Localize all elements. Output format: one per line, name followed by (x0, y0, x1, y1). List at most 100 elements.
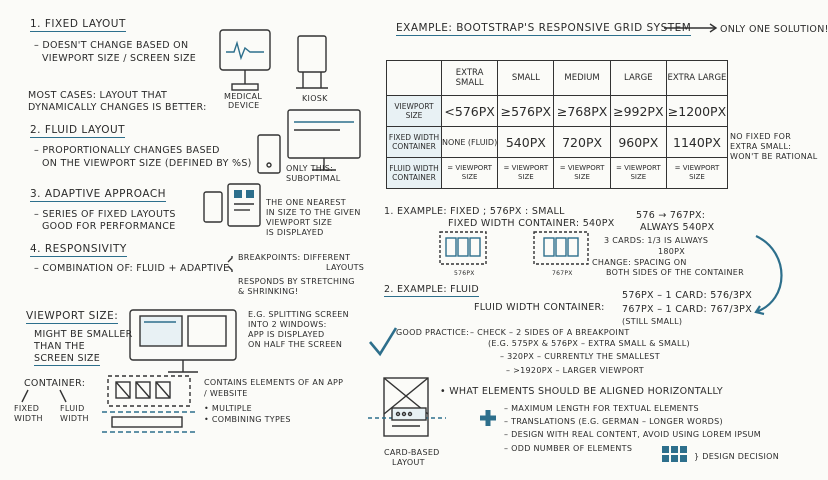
fluid-width-2: width (60, 414, 89, 423)
gp-b3: – Design with real content, avoid using … (504, 430, 762, 439)
change-2: both sides of the container (606, 268, 744, 277)
no-fixed-1: No fixed for (730, 132, 792, 141)
fixed-line2: viewport size / screen size (42, 53, 197, 64)
kiosk-label: Kiosk (302, 94, 328, 103)
design-decision: } design decision (694, 452, 779, 461)
row-label-fixed: Fixed width container (386, 126, 442, 158)
suboptimal: suboptimal (286, 174, 341, 183)
fixed-layout-title: 1. Fixed layout (30, 18, 126, 32)
cell: 960px (609, 126, 667, 158)
fixed-767-sketch (533, 231, 589, 265)
lab-767: 767px (552, 270, 573, 277)
cards-2: 180px (658, 247, 686, 256)
cell: = viewport size (440, 157, 499, 189)
adaptive-note1: The one nearest (266, 198, 346, 207)
adaptive-line1: – Series of fixed layouts (34, 209, 176, 220)
adaptive-note2: in size to the given (266, 208, 361, 217)
cell: = viewport size (497, 157, 555, 189)
gp-b4: – Odd number of elements (504, 444, 633, 453)
no-fixed-3: won't be rational (730, 152, 818, 161)
ex1-c: 576 → 767px: (636, 210, 706, 221)
contains-1: Contains elements of an app (204, 378, 344, 387)
eg-2: into 2 windows: (248, 320, 327, 329)
gp-c1: – Check – 2 sides of a breakpoint (470, 328, 630, 337)
ex2-r2: 767px – 1 card: 767/3px (622, 304, 753, 315)
fixed-line1: – Doesn't change based on (34, 40, 189, 51)
cell: = viewport size (665, 157, 729, 189)
cards-1: 3 cards: 1/3 is always (604, 236, 709, 245)
adaptive-line2: good for performance (42, 221, 176, 232)
responsivity-line: – Combination of: Fluid + Adaptive (34, 263, 230, 274)
ex2-title: 2. Example: Fluid (384, 284, 479, 297)
gp-b1: – Maximum length for textual elements (504, 404, 699, 413)
tower-icon (257, 134, 281, 174)
fluid-line2: on the viewport size (defined by %s) (42, 158, 252, 169)
adaptive-note3: viewport size (266, 218, 333, 227)
only-this: Only this: (286, 164, 334, 173)
hdr-sm: Small (497, 60, 555, 96)
gp-w1: • What elements should be aligned horizo… (440, 386, 723, 397)
change-1: Change: spacing on (592, 258, 687, 267)
ex2-fwc: Fluid width container: (474, 302, 605, 313)
bootstrap-title: Example: Bootstrap's responsive grid sys… (396, 22, 692, 36)
cell: ≥992px (609, 95, 667, 127)
ex1-b: Fixed width container: 540px (448, 218, 615, 229)
card-layout-icon (383, 377, 429, 437)
cell: 540px (497, 126, 555, 158)
card-based-2: layout (392, 458, 425, 467)
responds-1: Responds by stretching (238, 277, 355, 286)
responsivity-title: 4. Responsivity (30, 243, 127, 257)
row-label-fluid: Fluid width container (386, 157, 442, 189)
gp-c2: (e.g. 575px & 576px – extra small & smal… (488, 339, 690, 348)
cell: <576px (440, 95, 499, 127)
cell: ≥1200px (665, 95, 729, 127)
eg-4: on half the screen (248, 340, 343, 349)
fixed-width-1: Fixed (14, 404, 40, 413)
breakpoints-1: Breakpoints: different (238, 253, 351, 262)
ex1-a: 1. Example: Fixed ; 576px : small (384, 206, 565, 217)
medical-label: Medical (224, 92, 263, 101)
breakpoints-2: layouts (326, 263, 365, 272)
most-cases-2: dynamically changes is better: (28, 102, 207, 113)
contains-2: / website (204, 389, 248, 398)
eg-3: app is displayed (248, 330, 325, 339)
ex2-r3: (still small) (622, 317, 683, 326)
medical-device-icon (219, 29, 271, 71)
viewport-l2: than the (34, 341, 85, 352)
adaptive-title: 3. Adaptive approach (30, 188, 167, 202)
row-label-viewport: Viewport size (386, 95, 442, 127)
corner-cell (386, 60, 442, 96)
container-fixed-box (107, 375, 191, 407)
cell: 1140px (665, 126, 729, 158)
good-practice-title: Good practice: (396, 328, 470, 337)
contains-4: • Combining types (204, 415, 291, 424)
fluid-line1: – Proportionally changes based (34, 145, 220, 156)
cell: = viewport size (553, 157, 611, 189)
monitor-icon (287, 109, 361, 159)
viewport-l3: screen size (34, 353, 101, 366)
gp-c3: – 320px – currently the smallest (500, 352, 660, 361)
viewport-size-title: Viewport size: (26, 310, 119, 324)
hdr-xl: Extra large (665, 60, 729, 96)
tablet-icon (227, 183, 261, 227)
viewport-l1: Might be smaller (34, 329, 133, 340)
kiosk-icon (297, 35, 327, 73)
eg-1: E.g. splitting screen (248, 310, 349, 319)
cell: ≥768px (553, 95, 611, 127)
lab-576: 576px (454, 270, 475, 277)
bootstrap-grid-table: Extra small Small Medium Large Extra lar… (386, 60, 729, 189)
phone-icon (203, 191, 223, 223)
only-one-solution: Only one solution! (720, 24, 828, 35)
cell: 720px (553, 126, 611, 158)
contains-3: • Multiple (204, 404, 252, 413)
hdr-md: Medium (553, 60, 611, 96)
ex1-d: always 540px (640, 222, 715, 233)
card-based-1: Card-based (384, 448, 440, 457)
cell: None (fluid) (440, 126, 499, 158)
cell: ≥576px (497, 95, 555, 127)
hdr-xs: Extra small (440, 60, 499, 96)
most-cases-1: Most cases: layout that (28, 90, 168, 101)
gp-b2: – Translations (e.g. German – longer wor… (504, 417, 723, 426)
cell: = viewport size (609, 157, 667, 189)
